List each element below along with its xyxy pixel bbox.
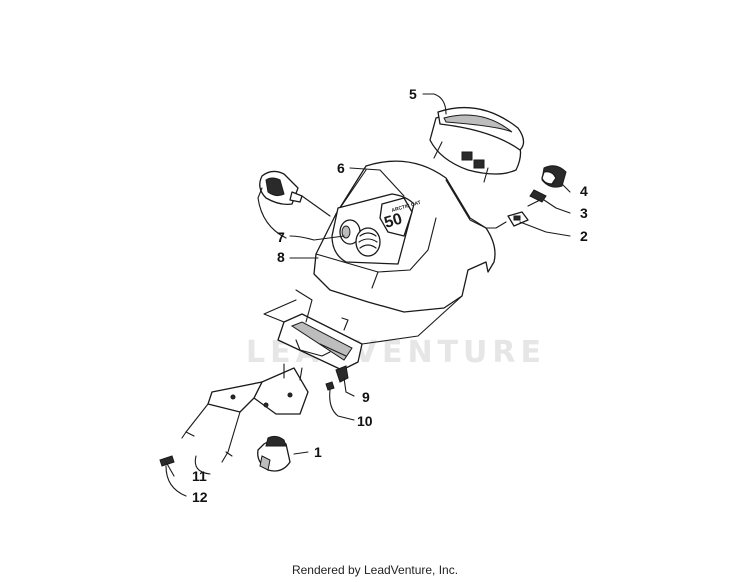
side-connector[interactable] [259, 170, 303, 206]
part-2-plate[interactable] [507, 211, 529, 227]
assembly-lines [263, 195, 507, 381]
footer-credit: Rendered by LeadVenture, Inc. [291, 563, 459, 577]
part-4-cap[interactable] [541, 165, 567, 188]
leader-lines [165, 93, 571, 497]
part-12-rivet[interactable] [159, 455, 175, 477]
callout-9[interactable]: 9 [362, 389, 370, 405]
part-3-key[interactable] [527, 189, 547, 207]
callout-12[interactable]: 12 [192, 489, 208, 505]
callout-5[interactable]: 5 [409, 86, 417, 102]
part-1-switch[interactable] [257, 435, 291, 472]
callout-11[interactable]: 11 [192, 468, 207, 484]
callout-8[interactable]: 8 [277, 249, 285, 265]
callout-1[interactable]: 1 [314, 444, 322, 460]
callout-2[interactable]: 2 [580, 228, 588, 244]
part-9-bezel[interactable] [277, 313, 363, 383]
part-5-gauge[interactable] [429, 106, 525, 183]
callout-6[interactable]: 6 [337, 160, 345, 176]
part-11-bracket[interactable] [181, 367, 309, 463]
callout-3[interactable]: 3 [580, 205, 588, 221]
part-7-knob[interactable] [355, 227, 381, 257]
callout-4[interactable]: 4 [580, 183, 588, 199]
callout-10[interactable]: 10 [357, 413, 373, 429]
decal-number-text: 50 [382, 211, 404, 232]
part-10-screw[interactable] [325, 381, 335, 391]
callout-7[interactable]: 7 [277, 229, 285, 245]
callouts: 1 2 3 4 5 6 7 8 9 10 11 12 [192, 86, 588, 505]
